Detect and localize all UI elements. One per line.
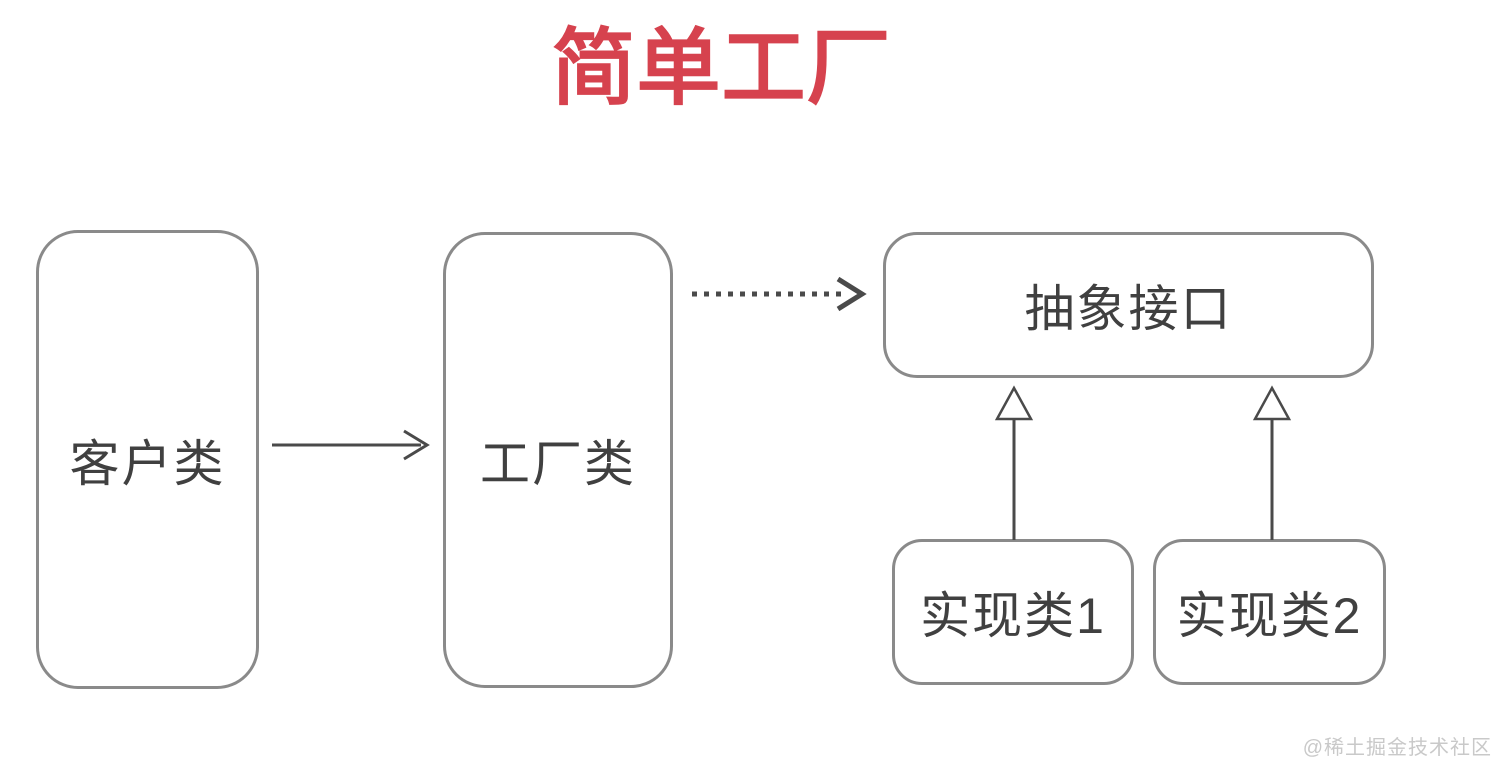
- node-factory-class: 工厂类: [443, 232, 673, 688]
- impl1-inheritance-arrow: [994, 385, 1034, 540]
- node-impl2-label: 实现类2: [1176, 588, 1363, 644]
- node-impl-class-2: 实现类2: [1153, 539, 1386, 685]
- node-interface-label: 抽象接口: [1024, 281, 1233, 337]
- node-impl1-label: 实现类1: [920, 588, 1106, 644]
- node-client-label: 客户类: [69, 435, 226, 492]
- diagram-title: 简单工厂: [551, 21, 892, 115]
- node-impl-class-1: 实现类1: [892, 539, 1134, 685]
- node-client-class: 客户类: [36, 230, 259, 689]
- watermark: @稀土掘金技术社区: [1302, 737, 1492, 759]
- node-abstract-interface: 抽象接口: [883, 232, 1374, 378]
- factory-to-interface-dotted-arrow: [692, 276, 867, 312]
- node-factory-label: 工厂类: [480, 436, 636, 492]
- impl2-inheritance-arrow: [1252, 385, 1292, 540]
- client-to-factory-arrow: [272, 429, 430, 461]
